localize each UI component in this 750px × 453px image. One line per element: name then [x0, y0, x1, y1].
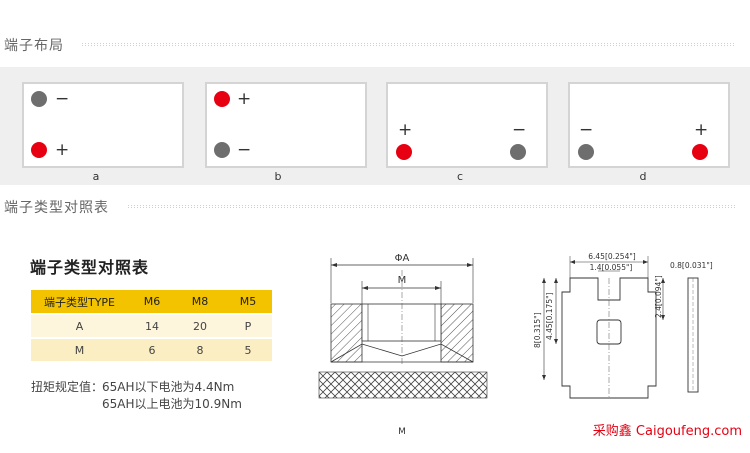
dim-height-total: 8[0.315"]: [533, 312, 542, 348]
table-header-cell: M8: [176, 290, 224, 315]
battery-diagram-b: + −: [205, 82, 367, 168]
battery-diagram-d: − +: [568, 82, 730, 168]
table-header-cell: M5: [224, 290, 272, 315]
table-title: 端子类型对照表: [30, 258, 150, 277]
dim-slot-height: 2.4[0.094"]: [654, 275, 663, 318]
table-cell: P: [224, 314, 272, 339]
flat-terminal-drawing: 6.45[0.254"] 1.4[0.055"] 8[0.315"] 4.45[…: [533, 252, 713, 399]
terminal-layout-title: 端子布局: [4, 38, 64, 54]
negative-terminal: [578, 144, 594, 160]
table-cell: 8: [176, 338, 224, 363]
torque-line-1: 65AH以下电池为4.4Nm: [102, 380, 235, 394]
dimension-m: M: [398, 275, 407, 286]
drawing-caption: M: [398, 427, 406, 437]
terminal-sign: +: [237, 89, 252, 109]
battery-caption: b: [274, 170, 282, 183]
torque-line-2: 65AH以上电池为10.9Nm: [102, 397, 242, 411]
torque-label: 扭矩规定值：: [31, 380, 104, 394]
positive-terminal: [31, 142, 47, 158]
section-divider: [128, 204, 736, 208]
terminal-sign: −: [512, 120, 527, 140]
table-header-cell: M6: [128, 290, 176, 315]
table-cell: M: [31, 338, 128, 363]
table-cell: 14: [128, 314, 176, 339]
nut-terminal-drawing: ΦA M M: [318, 253, 488, 437]
terminal-sign: +: [55, 140, 70, 160]
table-header-row: 端子类型TYPE M6 M8 M5: [31, 290, 272, 315]
battery-caption: c: [456, 170, 464, 183]
dimension-phi-a: ΦA: [395, 253, 410, 264]
section-divider: [82, 42, 736, 46]
terminal-sign: −: [579, 120, 594, 140]
dim-thickness: 0.8[0.031"]: [670, 261, 713, 270]
battery-diagram-a: − +: [22, 82, 184, 168]
terminal-types-title: 端子类型对照表: [4, 200, 109, 216]
positive-terminal: [214, 91, 230, 107]
dim-width-top: 6.45[0.254"]: [588, 252, 636, 261]
table-row: M 6 8 5: [31, 338, 272, 363]
terminal-sign: −: [237, 140, 252, 160]
negative-terminal: [510, 144, 526, 160]
table-row: A 14 20 P: [31, 314, 272, 339]
table-cell: A: [31, 314, 128, 339]
battery-caption: d: [639, 170, 647, 183]
negative-terminal: [214, 142, 230, 158]
negative-terminal: [31, 91, 47, 107]
terminal-sign: −: [55, 89, 70, 109]
table-cell: 20: [176, 314, 224, 339]
dim-height-upper: 4.45[0.175"]: [545, 292, 554, 340]
battery-caption: a: [92, 170, 100, 183]
positive-terminal: [396, 144, 412, 160]
table-cell: 5: [224, 338, 272, 363]
positive-terminal: [692, 144, 708, 160]
battery-diagram-c: + −: [386, 82, 548, 168]
dim-slot-width: 1.4[0.055"]: [590, 263, 633, 272]
watermark-text: 采购鑫 Caigoufeng.com: [592, 424, 742, 439]
table-cell: 6: [128, 338, 176, 363]
terminal-sign: +: [398, 120, 413, 140]
terminal-type-table: 端子类型TYPE M6 M8 M5 A 14 20 P M 6 8 5: [31, 290, 272, 363]
terminal-sign: +: [694, 120, 709, 140]
table-header-cell: 端子类型TYPE: [31, 290, 128, 315]
